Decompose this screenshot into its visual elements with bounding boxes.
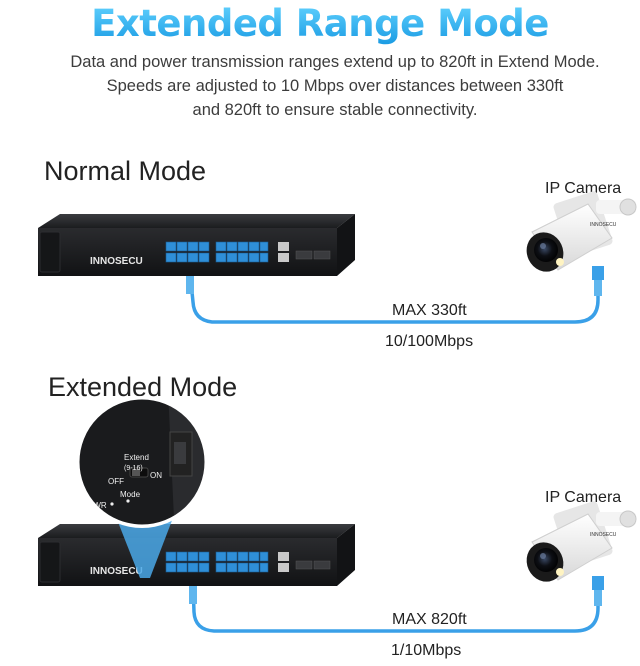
extended-camera-brand: INNOSECU [590, 532, 617, 538]
switch-zoom-inset: Extend (9-16) OFF ON PWR Mode [70, 390, 220, 540]
normal-cable-connector-camera [592, 266, 604, 296]
inset-mode-label: Mode [120, 490, 141, 499]
extended-poe-switch-icon: INNOSECU [38, 524, 355, 586]
normal-camera-brand: INNOSECU [590, 222, 617, 228]
extended-ip-camera-icon: INNOSECU [520, 500, 636, 587]
inset-extend-ports: (9-16) [124, 465, 143, 472]
extended-cable-connector-camera [592, 576, 604, 606]
inset-on-label: ON [150, 471, 162, 480]
normal-switch-brand: INNOSECU [90, 256, 143, 267]
extended-switch-brand: INNOSECU [90, 566, 143, 577]
inset-off-label: OFF [108, 477, 124, 486]
normal-ethernet-cable [190, 272, 598, 322]
extended-ethernet-cable [193, 583, 598, 631]
normal-poe-switch-icon: INNOSECU [38, 214, 355, 276]
normal-ip-camera-icon: INNOSECU [520, 190, 636, 277]
inset-extend-label: Extend [124, 453, 149, 462]
